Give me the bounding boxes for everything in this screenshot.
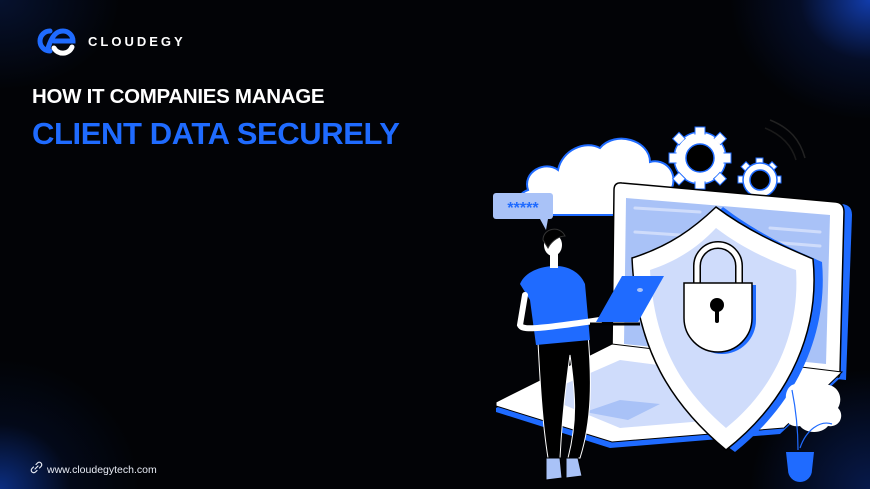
website-url[interactable]: www.cloudegytech.com: [47, 464, 157, 476]
plant-icon: [785, 376, 842, 482]
gear-icon: [668, 126, 732, 190]
footer-link[interactable]: www.cloudegytech.com: [30, 461, 157, 479]
person-with-laptop: [516, 228, 664, 481]
padlock-icon: [683, 241, 756, 354]
ce-monogram-icon: [32, 26, 78, 56]
headline-line1: HOW IT COMPANIES MANAGE: [32, 85, 325, 108]
svg-text:*****: *****: [507, 200, 539, 217]
link-icon: [30, 461, 43, 479]
brand-name: CLOUDEGY: [88, 33, 186, 49]
brand-logo[interactable]: CLOUDEGY: [32, 26, 186, 56]
headline: HOW IT COMPANIES MANAGE CLIENT DATA SECU…: [32, 84, 400, 153]
headline-line2: CLIENT DATA SECURELY: [32, 116, 400, 151]
password-bubble: *****: [493, 193, 553, 230]
